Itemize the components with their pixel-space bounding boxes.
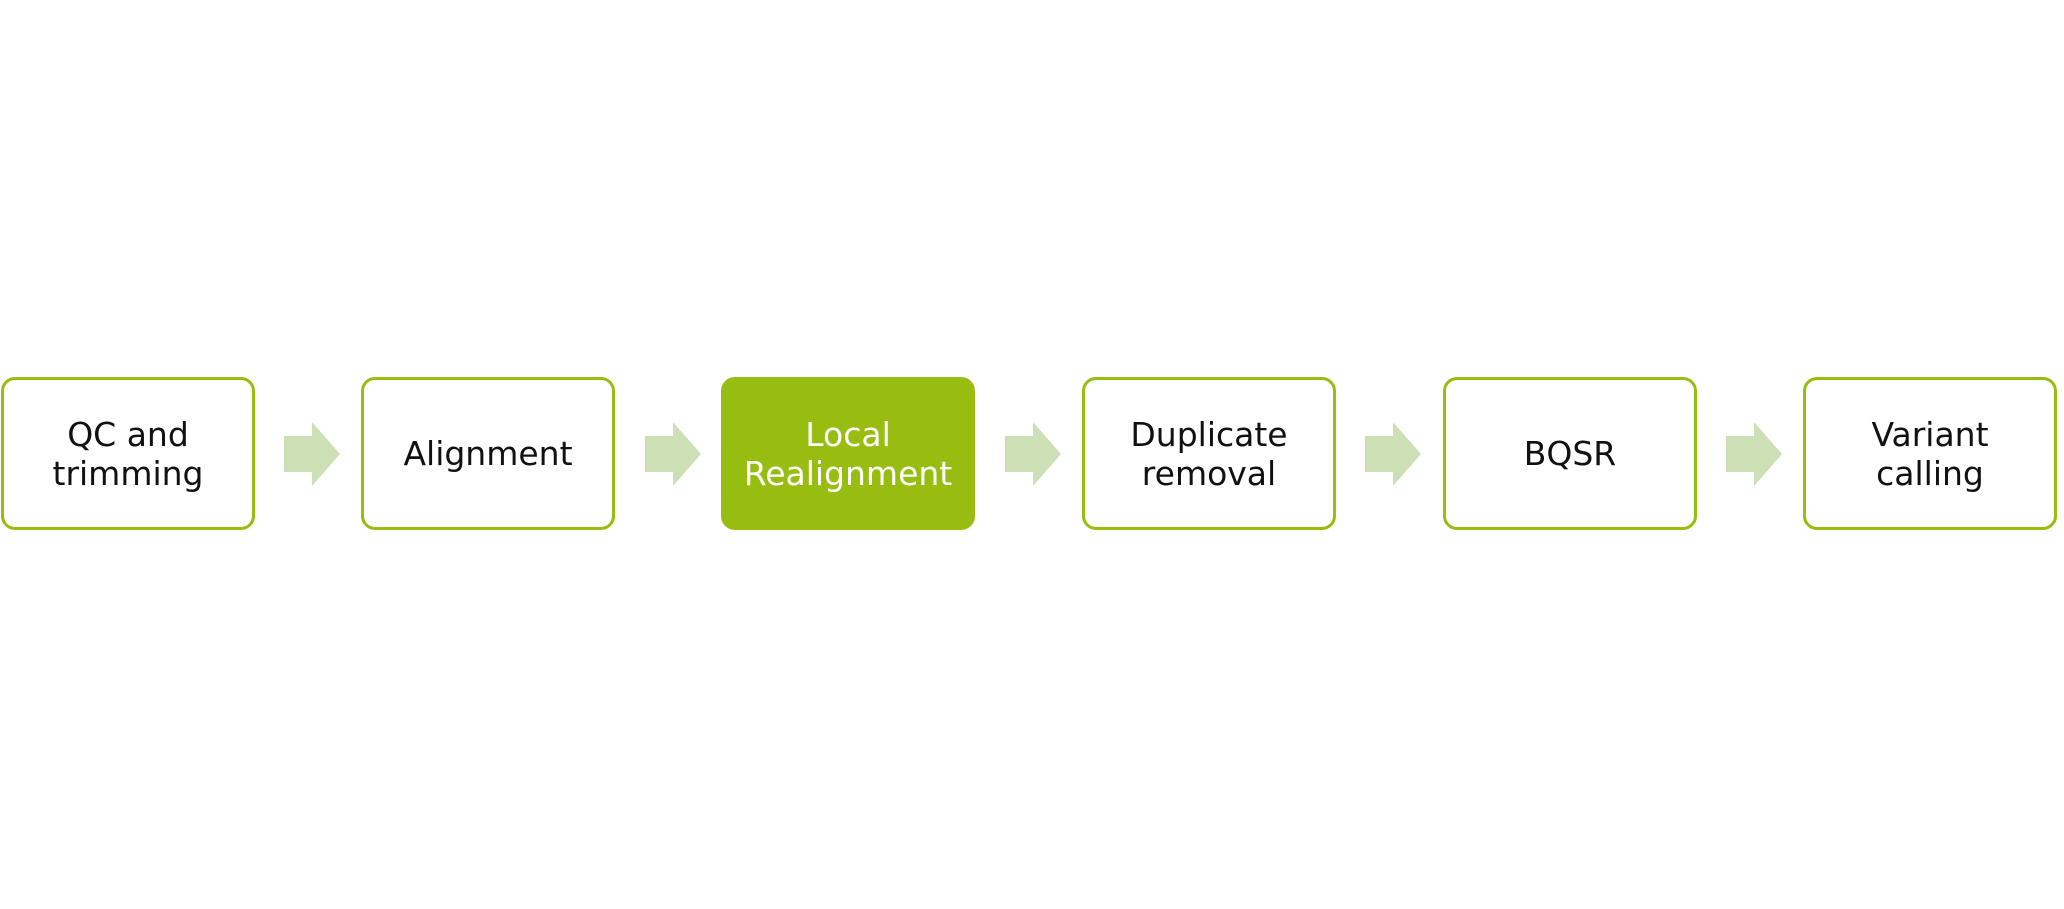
step-bqsr: BQSR [1443,377,1697,530]
step-alignment: Alignment [361,377,615,530]
right-arrow-icon [1365,422,1421,486]
step-qc-and-trimming: QC and trimming [1,377,255,530]
right-arrow-icon [284,422,340,486]
right-arrow-icon [645,422,701,486]
right-arrow-icon [1726,422,1782,486]
step-duplicate-removal: Duplicate removal [1082,377,1336,530]
step-local-realignment: Local Realignment [721,377,975,530]
step-variant-calling: Variant calling [1803,377,2057,530]
right-arrow-icon [1005,422,1061,486]
